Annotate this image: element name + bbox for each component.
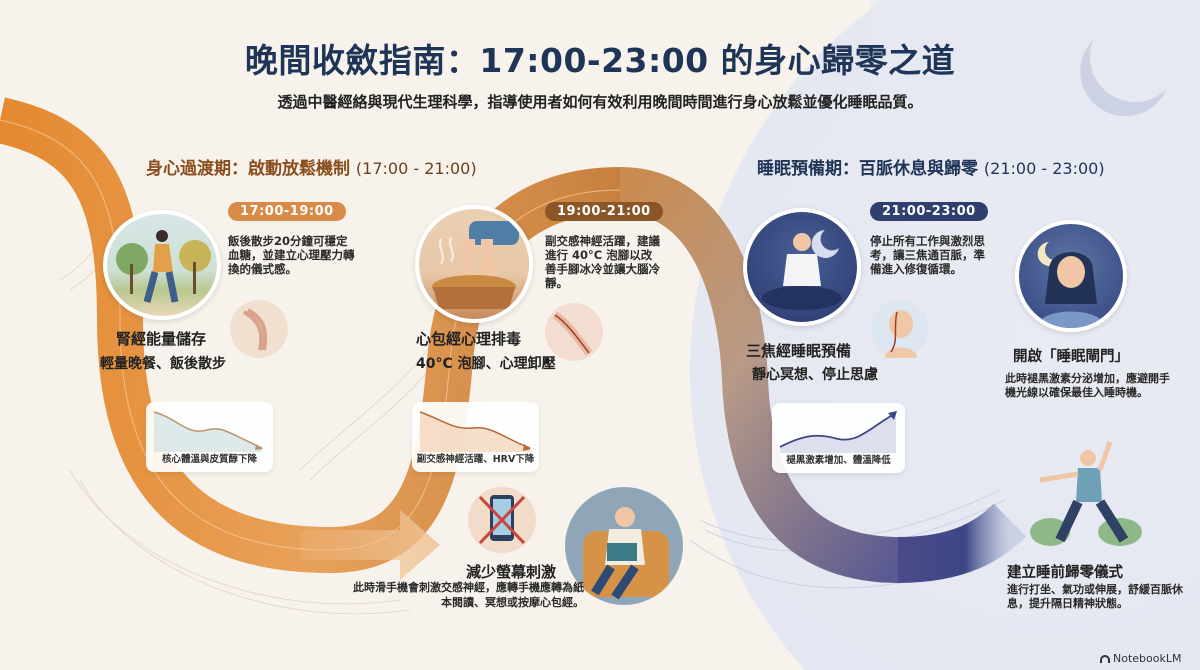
trend-caption: 副交感神經活躍、HRV下降 [416,454,535,465]
stage-subtitle: 輕量晚餐、飯後散步 [100,356,226,372]
meditation-illustration [743,208,861,326]
trend-caption: 核心體溫與皮質醇下降 [161,454,257,465]
stage-description: 停止所有工作與激烈思考，讓三焦通百脈，準備進入修復循環。 [870,234,985,276]
section-heading-transition: 身心過渡期：啟動放鬆機制 (17:00 - 21:00) [146,154,477,179]
trend-card: 副交感神經活躍、HRV下降 [412,402,539,472]
brand-label: NotebookLM [1113,652,1182,665]
brand-watermark: NotebookLM [1100,652,1181,665]
page-title: 晚間收斂指南：17:00-23:00 的身心歸零之道 [244,41,956,80]
ritual-title: 建立睡前歸零儀式 [1007,565,1123,581]
foot-bath-illustration [415,205,533,323]
stage-title: 腎經能量儲存 [116,330,207,348]
trend-card: 褪黑激素增加、體溫降低 [772,403,905,473]
time-badge: 19:00-21:00 [545,202,663,221]
reading-illustration [565,487,683,605]
sleeping-woman-illustration [1015,220,1127,332]
sleep-gate-title: 開啟「睡眠閘門」 [1013,349,1129,365]
trend-card: 核心體溫與皮質醇下降 [146,402,273,472]
stage-subtitle: 40°C 泡腳、心理卸壓 [416,356,556,372]
walking-illustration [103,210,221,320]
stage-description: 副交感神經活躍，建議進行 40°C 泡腳以改善手腳冰冷並讓大腦冷靜。 [545,234,660,290]
night-background-top [870,0,1200,200]
notebooklm-logo-icon [1100,654,1110,663]
section-title: 睡眠預備期：百脈休息與歸零 [757,159,978,179]
stage-subtitle: 靜心冥想、停止思慮 [752,367,878,383]
arm-meridian-icon [545,303,603,361]
screen-tip-description: 此時滑手機會刺激交感神經，應轉手機應轉為紙本閱讀、冥想或按摩心包經。 [353,581,584,609]
section-title: 身心過渡期：啟動放鬆機制 [146,159,350,179]
section-range: (17:00 - 21:00) [355,159,477,178]
leg-meridian-icon [230,300,288,358]
screen-tip-title: 減少螢幕刺激 [466,563,557,581]
page-subtitle: 透過中醫經絡與現代生理科學，指導使用者如何有效利用晚間時間進行身心放鬆並優化睡眠… [277,93,923,111]
time-badge: 17:00-19:00 [228,202,346,221]
stage-description: 飯後散步20分鐘可穩定血糖，並建立心理壓力轉換的儀式感。 [228,234,355,276]
sleep-gate-description: 此時褪黑激素分泌增加，應避開手機光線以確保最佳入睡時機。 [1005,372,1170,399]
no-phone-icon [468,487,536,553]
stage-title: 心包經心理排毒 [416,330,522,348]
stage-title: 三焦經睡眠預備 [746,342,852,360]
qigong-illustration [1020,440,1150,550]
head-meridian-icon [871,300,929,358]
section-heading-sleep-prep: 睡眠預備期：百脈休息與歸零 (21:00 - 23:00) [757,154,1105,179]
ritual-description: 進行打坐、氣功或伸展，舒緩百脈休息，提升隔日精神狀態。 [1007,583,1183,610]
time-badge: 21:00-23:00 [870,202,988,221]
trend-caption: 褪黑激素增加、體溫降低 [786,455,891,466]
section-range: (21:00 - 23:00) [983,159,1105,178]
